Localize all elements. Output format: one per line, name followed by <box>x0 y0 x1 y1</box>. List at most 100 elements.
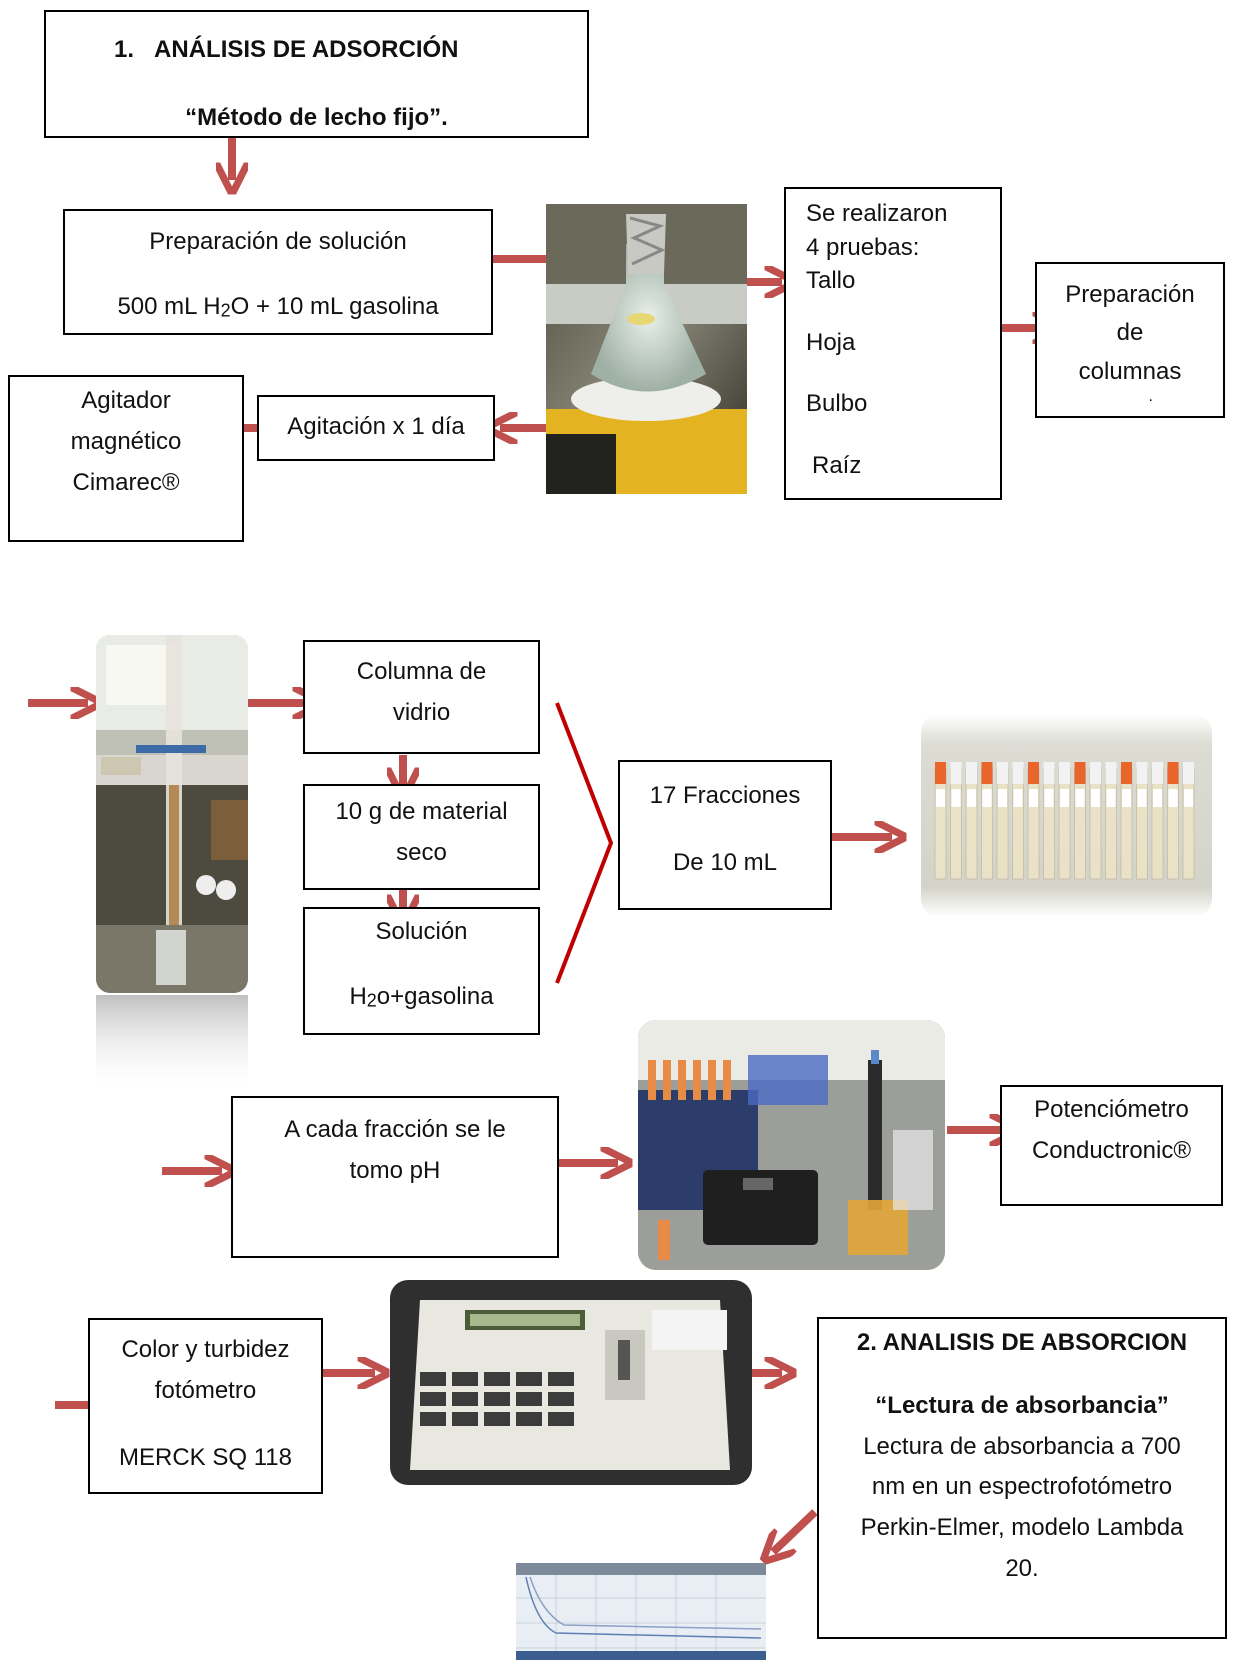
test-tube <box>1089 768 1102 880</box>
test-tube-label <box>1106 789 1116 807</box>
photometer-photo <box>390 1280 752 1485</box>
step2-body1: Lectura de absorbancia a 700 <box>863 1432 1181 1460</box>
columnas-line2: de <box>1116 319 1144 347</box>
test-tube-label <box>1168 789 1178 807</box>
columnas-dot: . <box>1148 388 1153 405</box>
step1-title-box: 1. ANÁLISIS DE ADSORCIÓN “Método de lech… <box>44 10 589 138</box>
fotometro-line1: Color y turbidez <box>121 1336 290 1363</box>
columna-vidrio-line2: vidrio <box>392 698 451 726</box>
test-tube <box>1182 768 1195 880</box>
test-tube <box>981 768 993 880</box>
step2-body4: 20. <box>1005 1554 1039 1582</box>
test-tube-cap <box>1059 762 1070 784</box>
test-tube-cap <box>1090 762 1101 784</box>
material-line2: seco <box>396 838 447 866</box>
test-tube-cap <box>997 762 1008 784</box>
fotometro-box: Color y turbidez fotómetro MERCK SQ 118 <box>88 1318 323 1494</box>
test-tube-label <box>1060 789 1069 807</box>
ph-line1: A cada fracción se le <box>284 1116 506 1143</box>
pruebas-item-raiz: Raíz <box>812 451 862 479</box>
preparacion-line2: 500 mL H2O + 10 mL gasolina <box>65 287 491 328</box>
test-tube-label <box>951 789 961 807</box>
test-tube-cap <box>1074 762 1086 784</box>
agitador-box: Agitador magnético Cimarec® <box>8 375 244 542</box>
test-tube-label <box>1153 789 1162 807</box>
solucion-box: Solución H2o+gasolina <box>303 907 540 1035</box>
test-tube-cap <box>935 762 946 784</box>
test-tube <box>1105 768 1117 880</box>
test-tube <box>1120 768 1133 880</box>
fracciones-line2: De 10 mL <box>672 848 778 876</box>
test-tube-label <box>1013 789 1023 807</box>
columnas-line1: Preparación <box>1065 281 1195 308</box>
test-tube-label <box>1091 789 1100 807</box>
test-tube-cap <box>950 762 962 784</box>
fracciones-line1: 17 Fracciones <box>649 782 801 809</box>
test-tube <box>1167 768 1179 880</box>
test-tube <box>996 768 1009 880</box>
columnas-line3: columnas <box>1078 357 1182 385</box>
test-tube <box>950 768 962 880</box>
step1-subtitle: “Método de lecho fijo”. <box>185 104 448 131</box>
agitador-line1: Agitador <box>81 387 171 414</box>
test-tube-label <box>1075 789 1085 807</box>
step2-subtitle: “Lectura de absorbancia” <box>875 1391 1169 1419</box>
test-tube-label <box>982 789 992 807</box>
test-tube <box>1027 768 1040 880</box>
test-tube <box>1043 768 1055 880</box>
ph-line2: tomo pH <box>349 1156 441 1184</box>
preparacion-line1: Preparación de solución <box>149 228 407 255</box>
test-tube <box>1074 768 1086 880</box>
test-tube-label <box>936 789 945 807</box>
step1-number: 1. <box>114 36 135 63</box>
test-tube-label <box>1122 789 1131 807</box>
test-tube <box>1058 768 1071 880</box>
solucion-line2: H2o+gasolina <box>305 977 538 1018</box>
potenciometro-line1: Potenciómetro <box>1034 1096 1189 1123</box>
bracket <box>555 702 614 984</box>
preparacion-line2-sub: 2 <box>220 300 231 321</box>
spectrum-photo <box>516 1563 766 1660</box>
preparacion-line2-b: O + 10 mL gasolina <box>230 292 439 320</box>
test-tube-cap <box>1121 762 1132 784</box>
agitacion-box: Agitación x 1 día <box>257 395 495 461</box>
pruebas-intro1: Se realizaron <box>806 200 948 227</box>
test-tube-cap <box>1183 762 1194 784</box>
test-tube-cap <box>966 762 977 784</box>
test-tube-cap <box>1028 762 1039 784</box>
potenciometro-box: Potenciómetro Conductronic® <box>1000 1085 1223 1206</box>
test-tube-cap <box>1105 762 1117 784</box>
solucion-line2-sub: 2 <box>366 990 377 1011</box>
test-tube-cap <box>1136 762 1148 784</box>
test-tube-cap <box>1167 762 1179 784</box>
stirrer-photo <box>546 204 747 494</box>
test-tube <box>1136 768 1148 880</box>
fotometro-line2: fotómetro <box>154 1376 257 1404</box>
test-tube-cap <box>1043 762 1055 784</box>
solucion-line2-a: H <box>349 982 367 1010</box>
test-tube-label <box>1044 789 1054 807</box>
ph-box: A cada fracción se le tomo pH <box>231 1096 559 1258</box>
test-tube-label <box>1137 789 1147 807</box>
agitacion-label: Agitación x 1 día <box>287 413 465 440</box>
step1-title: 1. ANÁLISIS DE ADSORCIÓN <box>114 30 459 71</box>
test-tube-label <box>1029 789 1038 807</box>
pruebas-item-tallo: Tallo <box>806 267 856 295</box>
step2-body2: nm en un espectrofotómetro <box>871 1473 1173 1501</box>
fotometro-line3: MERCK SQ 118 <box>119 1443 292 1471</box>
step1-title-text: ANÁLISIS DE ADSORCIÓN <box>154 36 459 63</box>
pruebas-intro2: 4 pruebas: <box>806 233 920 261</box>
phmeter-photo <box>638 1020 945 1270</box>
step2-box: 2. ANALISIS DE ABSORCION “Lectura de abs… <box>817 1317 1227 1639</box>
step2-body3: Perkin-Elmer, modelo Lambda <box>860 1514 1184 1542</box>
step2-title: 2. ANALISIS DE ABSORCION <box>856 1329 1188 1356</box>
test-tube <box>1012 768 1024 880</box>
test-tube <box>965 768 978 880</box>
pruebas-box: Se realizaron 4 pruebas: Tallo Hoja Bulb… <box>784 187 1002 500</box>
pruebas-item-hoja: Hoja <box>806 328 856 356</box>
test-tube-label <box>967 789 976 807</box>
column-photo <box>96 635 248 1095</box>
columnas-box: Preparación de columnas . <box>1035 262 1225 418</box>
test-tube-cap <box>981 762 993 784</box>
